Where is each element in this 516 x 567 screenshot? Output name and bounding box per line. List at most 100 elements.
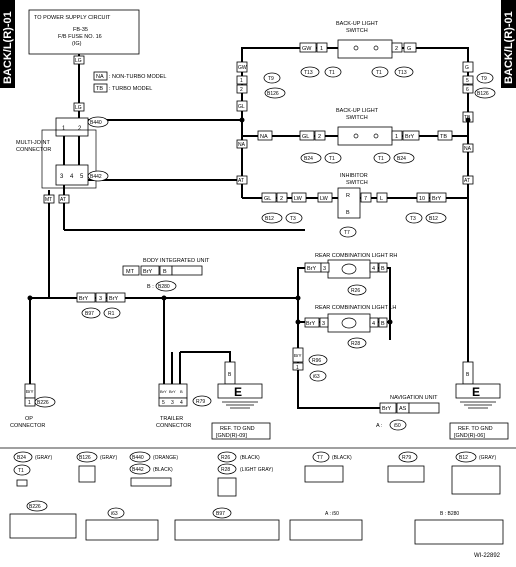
- gnd-left-wire: B: [228, 372, 232, 378]
- navigation-unit: NAVIGATION UNIT BrY AS A : i50: [376, 395, 440, 431]
- body-unit-label: BODY INTEGRATED UNIT: [143, 258, 210, 264]
- ref-b442: B442: [90, 174, 102, 180]
- legend-b280-id: B : B280: [440, 511, 459, 517]
- op-label-1: OP: [25, 416, 33, 422]
- body-wire-bry: BrY: [143, 269, 153, 275]
- ref-b280: B280: [158, 284, 170, 290]
- right-tab-text: BACK/L(R)-01: [503, 11, 515, 84]
- ref-b12-inh: B12: [265, 216, 274, 222]
- top-pin-1: 1: [320, 46, 323, 52]
- ref-b97: B97: [85, 311, 94, 317]
- multijoint-wire-labels: LG LG MT AT: [43, 55, 85, 204]
- backup-top-title2: SWITCH: [346, 28, 368, 34]
- backup-switch-mid: BACK-UP LIGHT SWITCH NA GL 2 1 BrY TB B2…: [257, 108, 453, 164]
- ref-t3-inh2: T3: [410, 216, 416, 222]
- legend-b12-id: B12: [459, 455, 468, 461]
- trailer-pin-3: 3: [171, 400, 174, 406]
- legend-r26-desc: (BLACK): [240, 455, 260, 461]
- power-supply-box: TO POWER SUPPLY CIRCUIT FB-35 F/B FUSE N…: [28, 9, 140, 55]
- mjc-pin-2: 2: [78, 126, 82, 132]
- body-integrated-unit: BODY INTEGRATED UNIT MT BrY B B : B280: [122, 258, 210, 292]
- legend-b442-id: B442: [132, 467, 144, 473]
- ref-t7-inh: T7: [344, 230, 350, 236]
- junction-dots: [27, 117, 471, 325]
- ref-r26: R26: [351, 288, 360, 294]
- inhibitor-title1: INHIBITOR: [340, 173, 368, 179]
- left-tab-text: BACK/L(R)-01: [2, 11, 14, 84]
- op-pin-1: 1: [28, 400, 31, 406]
- mjc-label-2: CONNECTOR: [16, 147, 51, 153]
- mid-wire-bry: BrY: [405, 134, 415, 140]
- inh-pin-2: 2: [280, 196, 283, 202]
- legend-b12-desc: (GRAY): [479, 455, 496, 461]
- fuse-line3: (IG): [72, 41, 82, 47]
- power-title: TO POWER SUPPLY CIRCUIT: [34, 15, 111, 21]
- left-side-tab: BACK/L(R)-01: [0, 0, 15, 88]
- body-wire-mt: MT: [126, 269, 135, 275]
- right-pin-5: 5: [466, 78, 469, 84]
- gnd-right-wire: B: [466, 372, 470, 378]
- fuse-line1: FB-35: [73, 27, 88, 33]
- connector-legend: B24 (GRAY) T1 B126 (GRAY) B440 (ORANGE) …: [9, 451, 504, 545]
- op-wire-bry: BrY: [26, 389, 34, 394]
- ref-b126-left: B126: [267, 91, 279, 97]
- legend-b440-id: B440: [132, 455, 144, 461]
- left-wire-na: NA: [238, 142, 246, 148]
- left-pin-1: 1: [240, 78, 243, 84]
- legend-t7-desc: (BLACK): [332, 455, 352, 461]
- mjc-pin-3: 3: [60, 174, 64, 180]
- right-bus-labels: G 5 6 TB T9 B126 NA AT: [462, 61, 496, 185]
- left-wire-gw: GW: [238, 65, 247, 71]
- legend-r28-desc: (LIGHT GRAY): [240, 467, 273, 473]
- nav-a-label: A :: [376, 423, 383, 429]
- inhibitor-r: R: [346, 193, 350, 199]
- trunk-bry-2: BrY: [109, 296, 119, 302]
- ref-t9-right: T9: [481, 76, 487, 82]
- left-wire-at: AT: [238, 178, 244, 184]
- legend-b442-desc: (BLACK): [153, 467, 173, 473]
- legend: NA : NON-TURBO MODEL TB : TURBO MODEL: [93, 71, 166, 93]
- body-pin-b: B: [163, 269, 167, 275]
- legend-tb-text: : TURBO MODEL: [109, 86, 152, 92]
- right-side-tab: BACK/L(R)-01: [501, 0, 516, 88]
- top-wire-g: G: [407, 46, 411, 52]
- trailer-connector: BrY BrY B 5 3 4 R79 TRAILER CONNECTOR: [156, 383, 212, 429]
- backup-mid-title2: SWITCH: [346, 115, 368, 121]
- legend-b97-id: B97: [216, 511, 225, 517]
- legend-t1-id: T1: [18, 468, 24, 474]
- rear-light-rh: REAR COMBINATION LIGHT RH BrY 3 4 B R26: [304, 253, 397, 296]
- ref-r96: R96: [312, 358, 321, 364]
- inhibitor-b: B: [346, 210, 350, 216]
- inh-wire-lw: LW: [294, 196, 303, 202]
- ref-i63: i63: [313, 374, 320, 380]
- top-pin-2: 2: [395, 46, 398, 52]
- ref-t13-top2: T13: [398, 70, 407, 76]
- legend-b226-id: B226: [29, 504, 41, 510]
- nav-wire-as: AS: [399, 406, 407, 412]
- inh-pin-10: 10: [419, 196, 425, 202]
- gnd-right-e: E: [472, 385, 480, 399]
- ref-b440: B440: [90, 120, 102, 126]
- ref-t1-top: T1: [376, 70, 382, 76]
- mid-pin-2: 2: [318, 134, 321, 140]
- trailer-label-1: TRAILER: [160, 416, 183, 422]
- gnd-right-ref1: REF. TO GND: [458, 426, 493, 432]
- legend-tb-code: TB: [96, 86, 103, 92]
- backup-mid-title1: BACK-UP LIGHT: [336, 108, 379, 114]
- rear-light-lh: REAR COMBINATION LIGHT LH BrY 3 4 B R28: [304, 305, 396, 349]
- rh-pin-4: 4: [372, 266, 375, 272]
- ref-t1-mid: T1: [329, 156, 335, 162]
- lh-wire-bry: BrY: [306, 321, 316, 327]
- inh-wire-gl: GL: [264, 196, 271, 202]
- legend-r28-id: R28: [221, 467, 230, 473]
- trunk-bry-1: BrY: [79, 296, 89, 302]
- ref-t3-inh: T3: [290, 216, 296, 222]
- trunk-labels: BrY 3 BrY B97 R1: [76, 292, 126, 319]
- op-label-2: CONNECTOR: [10, 423, 45, 429]
- backup-switch-top: BACK-UP LIGHT SWITCH GW 1 2 G T13 T1 T13…: [299, 21, 417, 78]
- op-connector: BrY 1 B226 OP CONNECTOR: [10, 383, 56, 429]
- inh-wire-bry: BrY: [432, 196, 442, 202]
- backup-top-title1: BACK-UP LIGHT: [336, 21, 379, 27]
- mid-wire-gl: GL: [302, 134, 309, 140]
